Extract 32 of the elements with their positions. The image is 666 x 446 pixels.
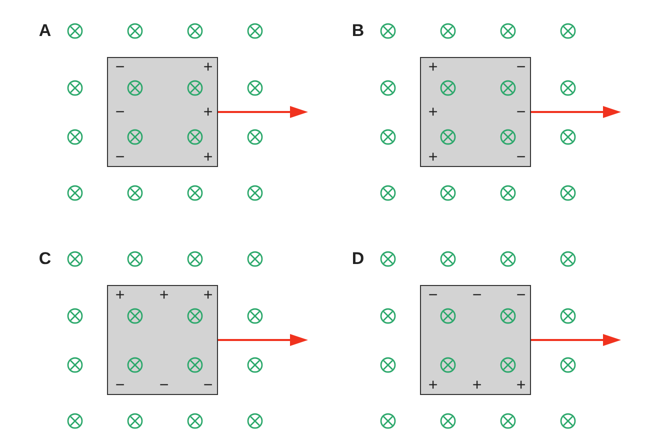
metal-plate	[107, 57, 218, 167]
charge-sign: −	[115, 105, 125, 121]
panel-letter: C	[38, 249, 52, 269]
charge-sign: −	[472, 288, 482, 304]
charge-sign: +	[203, 60, 213, 76]
charge-sign: −	[516, 288, 526, 304]
charge-sign: −	[115, 378, 125, 394]
charge-sign: +	[428, 105, 438, 121]
charge-sign: −	[115, 150, 125, 166]
charge-sign: +	[428, 150, 438, 166]
charge-sign: +	[159, 288, 169, 304]
charge-sign: +	[428, 60, 438, 76]
charge-sign: −	[516, 150, 526, 166]
metal-plate	[420, 285, 531, 395]
charge-sign: +	[516, 378, 526, 394]
charge-sign: +	[428, 378, 438, 394]
charge-sign: +	[115, 288, 125, 304]
charge-sign: +	[472, 378, 482, 394]
metal-plate	[420, 57, 531, 167]
charge-sign: +	[203, 288, 213, 304]
charge-sign: −	[516, 105, 526, 121]
charge-sign: −	[115, 60, 125, 76]
charge-sign: −	[159, 378, 169, 394]
charge-sign: +	[203, 150, 213, 166]
panel-letter: B	[352, 21, 364, 41]
charge-sign: −	[516, 60, 526, 76]
charge-sign: −	[203, 378, 213, 394]
panel-letter: A	[38, 21, 52, 41]
charge-sign: +	[203, 105, 213, 121]
panel-letter: D	[352, 249, 364, 269]
metal-plate	[107, 285, 218, 395]
charge-sign: −	[428, 288, 438, 304]
